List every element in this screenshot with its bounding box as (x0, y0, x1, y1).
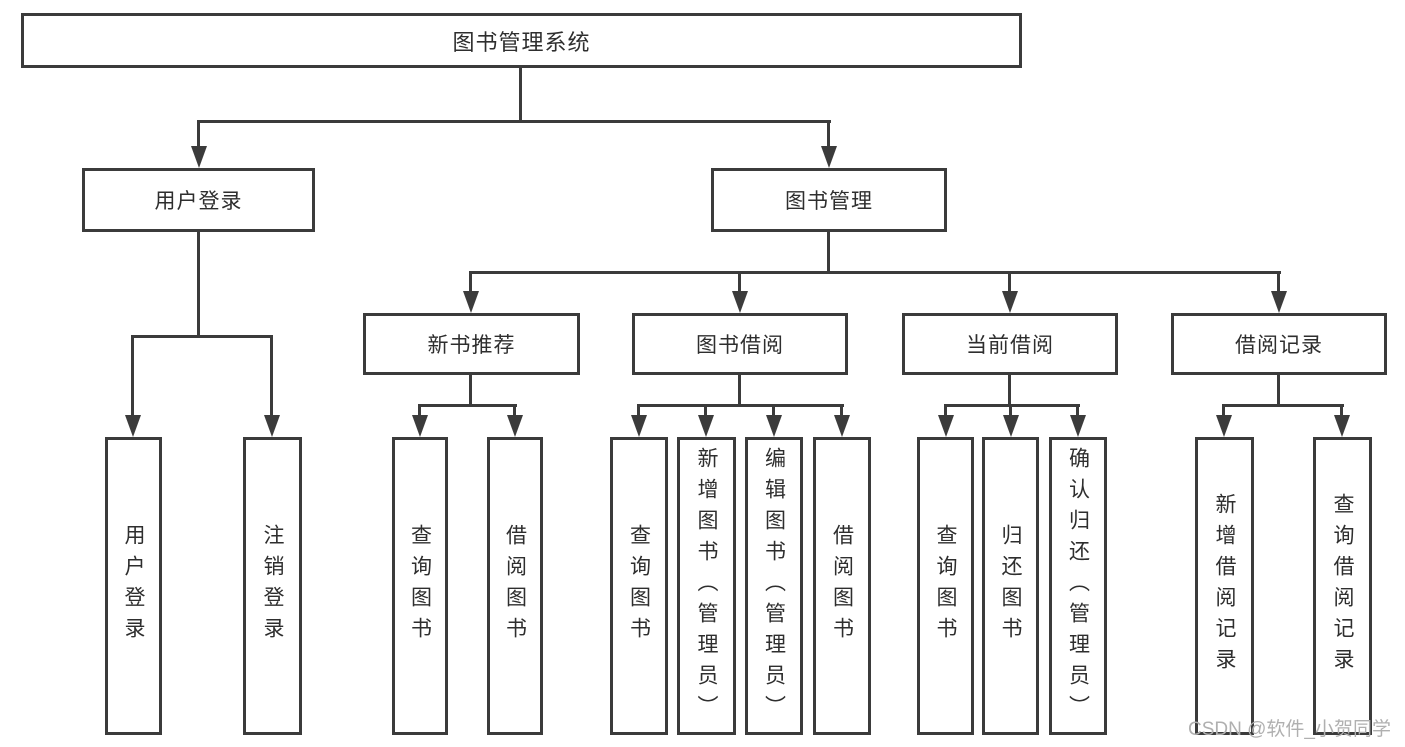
connector-line (1277, 375, 1280, 407)
leaf-records-add-borrow-record-label: 新增借阅记录 (1213, 493, 1236, 679)
arrow-down-icon (1070, 415, 1086, 437)
node-root: 图书管理系统 (21, 13, 1022, 68)
connector-line (418, 404, 517, 407)
arrow-down-icon (1216, 415, 1232, 437)
arrow-down-icon (1334, 415, 1350, 437)
node-root-label: 图书管理系统 (452, 29, 591, 55)
arrow-down-icon (412, 415, 428, 437)
arrow-down-icon (631, 415, 647, 437)
leaf-borrow-query-books: 查询图书 (610, 437, 668, 735)
node-book-management-label: 图书管理 (785, 190, 873, 213)
connector-line (1008, 375, 1011, 407)
connector-line (197, 232, 200, 338)
node-borrowing-records-label: 借阅记录 (1235, 334, 1323, 357)
arrow-down-icon (507, 415, 523, 437)
connector-line (637, 404, 844, 407)
leaf-user-login: 用户登录 (105, 437, 162, 735)
leaf-logout-login-label: 注销登录 (261, 524, 284, 648)
arrow-down-icon (834, 415, 850, 437)
connector-line (1340, 404, 1343, 417)
connector-line (469, 375, 472, 407)
connector-line (704, 404, 707, 417)
node-user-login-label: 用户登录 (154, 190, 243, 213)
connector-line (197, 120, 200, 148)
arrow-down-icon (821, 146, 837, 168)
leaf-current-return-books-label: 归还图书 (999, 524, 1022, 648)
leaf-newrec-query-books-label: 查询图书 (408, 524, 432, 648)
leaf-current-return-books: 归还图书 (982, 437, 1039, 735)
connector-line (1222, 404, 1344, 407)
arrow-down-icon (1002, 291, 1018, 313)
connector-line (418, 404, 421, 417)
node-book-borrowing: 图书借阅 (632, 313, 848, 375)
watermark: CSDN @软件_小贺同学 (1188, 719, 1391, 740)
node-current-borrowing-label: 当前借阅 (966, 334, 1054, 357)
arrow-down-icon (938, 415, 954, 437)
connector-line (1277, 271, 1280, 293)
leaf-current-confirm-return-admin: 确认归还（管理员） (1049, 437, 1107, 735)
connector-line (738, 271, 741, 293)
leaf-newrec-borrow-books-label: 借阅图书 (503, 524, 527, 648)
node-user-login: 用户登录 (82, 168, 315, 232)
leaf-borrow-borrow-books-label: 借阅图书 (830, 524, 854, 648)
leaf-records-add-borrow-record: 新增借阅记录 (1195, 437, 1254, 735)
leaf-borrow-borrow-books: 借阅图书 (813, 437, 871, 735)
leaf-newrec-query-books: 查询图书 (392, 437, 448, 735)
connector-line (827, 232, 830, 274)
node-new-book-recommendation-label: 新书推荐 (427, 334, 516, 357)
connector-line (469, 271, 1281, 274)
leaf-borrow-edit-books-admin: 编辑图书（管理员） (745, 437, 803, 735)
connector-line (944, 404, 947, 417)
leaf-newrec-borrow-books: 借阅图书 (487, 437, 543, 735)
connector-line (197, 120, 831, 123)
leaf-borrow-add-books-admin-label: 新增图书（管理员） (695, 446, 718, 726)
arrow-down-icon (1003, 415, 1019, 437)
leaf-borrow-query-books-label: 查询图书 (627, 524, 651, 648)
leaf-borrow-add-books-admin: 新增图书（管理员） (677, 437, 736, 735)
connector-line (1222, 404, 1225, 417)
node-current-borrowing: 当前借阅 (902, 313, 1118, 375)
arrow-down-icon (698, 415, 714, 437)
arrow-down-icon (125, 415, 141, 437)
leaf-records-query-borrow-record: 查询借阅记录 (1313, 437, 1372, 735)
connector-line (131, 335, 134, 417)
leaf-logout-login: 注销登录 (243, 437, 302, 735)
connector-line (1076, 404, 1079, 417)
arrow-down-icon (264, 415, 280, 437)
arrow-down-icon (1271, 291, 1287, 313)
connector-line (827, 120, 830, 148)
arrow-down-icon (191, 146, 207, 168)
connector-line (840, 404, 843, 417)
node-book-management: 图书管理 (711, 168, 947, 232)
connector-line (469, 271, 472, 293)
connector-line (131, 335, 273, 338)
connector-line (1009, 404, 1012, 417)
node-new-book-recommendation: 新书推荐 (363, 313, 580, 375)
leaf-current-query-books: 查询图书 (917, 437, 974, 735)
leaf-borrow-edit-books-admin-label: 编辑图书（管理员） (762, 446, 786, 726)
connector-line (513, 404, 516, 417)
connector-line (944, 404, 1080, 407)
connector-line (637, 404, 640, 417)
leaf-current-confirm-return-admin-label: 确认归还（管理员） (1066, 446, 1090, 726)
arrow-down-icon (732, 291, 748, 313)
node-book-borrowing-label: 图书借阅 (696, 334, 784, 357)
node-borrowing-records: 借阅记录 (1171, 313, 1387, 375)
arrow-down-icon (463, 291, 479, 313)
connector-line (519, 68, 522, 122)
arrow-down-icon (766, 415, 782, 437)
leaf-current-query-books-label: 查询图书 (934, 524, 957, 648)
leaf-records-query-borrow-record-label: 查询借阅记录 (1331, 493, 1354, 679)
connector-line (270, 335, 273, 417)
connector-line (738, 375, 741, 407)
connector-line (772, 404, 775, 417)
leaf-user-login-label: 用户登录 (122, 524, 145, 648)
connector-line (1008, 271, 1011, 293)
